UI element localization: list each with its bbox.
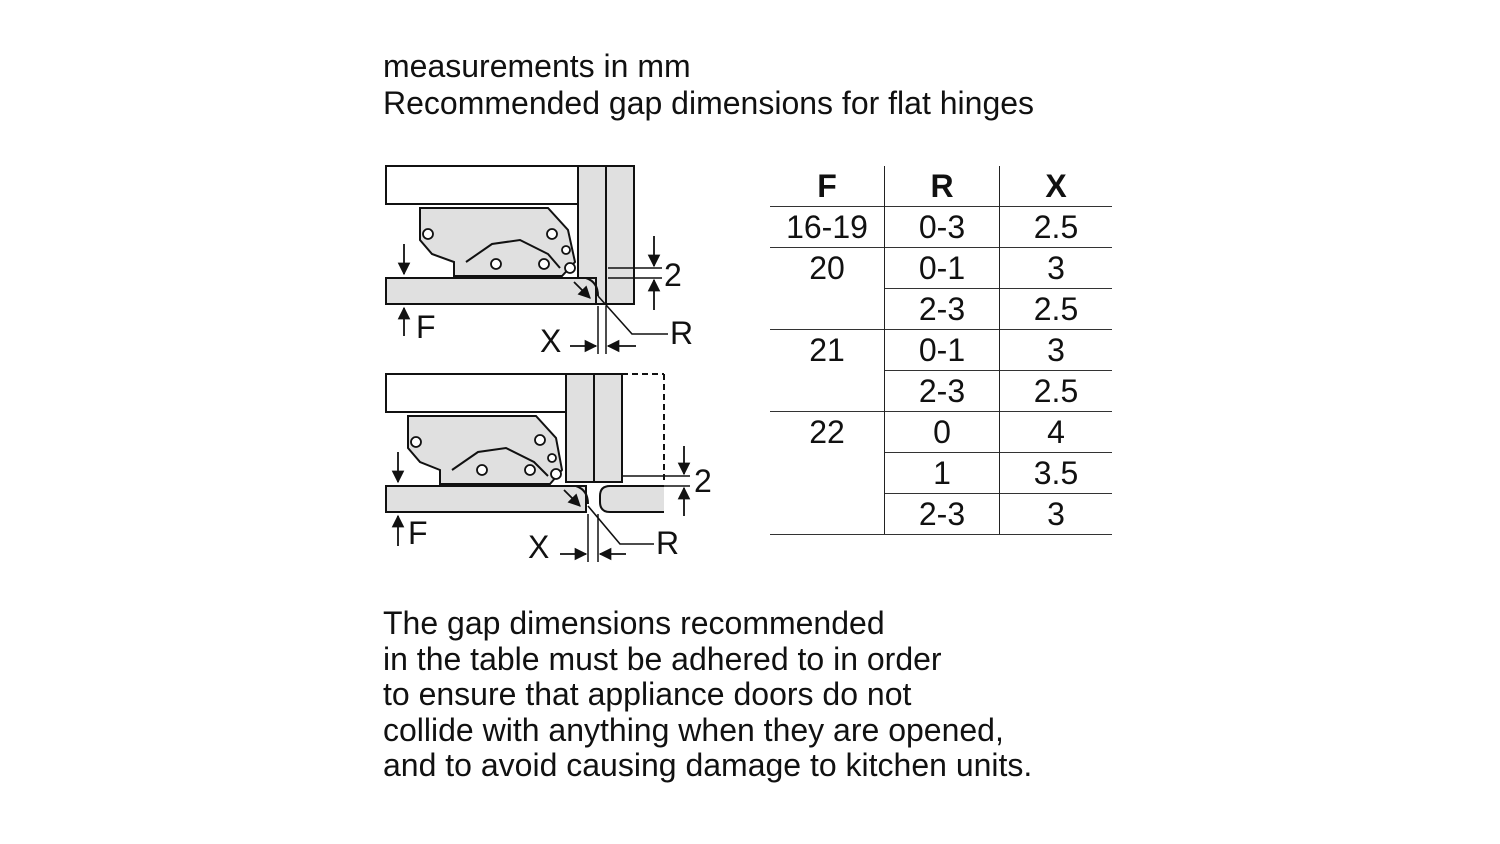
top-radius-arrow (573, 281, 591, 299)
cell-f: 16-19 (770, 206, 885, 248)
top-hinge-pin (546, 228, 558, 240)
cell-r: 2-3 (884, 370, 1000, 412)
cell-r: 2-3 (884, 493, 1000, 535)
cell-f (770, 453, 885, 494)
gap-dimensions-table: F R X 16-19 0-3 2.5 20 0-1 3 2-3 2.5 21 … (770, 166, 1112, 535)
cell-f (770, 493, 885, 535)
top-cabinet-panel (385, 165, 579, 205)
top-gap-label: 2 (664, 257, 682, 293)
bottom-hinge-pin (550, 468, 562, 480)
bottom-hinge-arm (451, 446, 549, 477)
top-label-r: R (670, 315, 693, 351)
cell-f: 22 (770, 411, 885, 453)
top-hinge-diagram: F 2 X R (385, 165, 693, 359)
bottom-hinge-pin (547, 453, 557, 463)
top-side-panel-b (605, 165, 635, 305)
cell-r: 1 (884, 452, 1000, 494)
bottom-door-panel (385, 485, 587, 513)
cell-r: 0-1 (884, 247, 1000, 289)
table-row: 2-3 3 (770, 493, 1112, 535)
note-line: and to avoid causing damage to kitchen u… (383, 747, 1033, 784)
top-door-corner-radius (585, 277, 599, 297)
bottom-neighbour-door (599, 485, 664, 513)
top-hinge-body (419, 207, 577, 277)
diagram-title: Recommended gap dimensions for flat hing… (383, 85, 1035, 121)
measurement-unit-note: measurements in mm (383, 48, 691, 84)
table-row: 21 0-1 3 (770, 329, 1112, 371)
cell-x: 3 (999, 493, 1112, 535)
bottom-cabinet-panel (385, 373, 567, 413)
bottom-side-panel-b (593, 373, 623, 483)
table-row: 22 0 4 (770, 411, 1112, 453)
column-header-x: X (999, 166, 1112, 207)
bottom-gap-label: 2 (694, 463, 712, 499)
cell-x: 2.5 (999, 370, 1112, 412)
header: measurements in mm Recommended gap dimen… (383, 48, 1034, 122)
top-hinge-pin (422, 228, 434, 240)
cell-r: 0 (884, 411, 1000, 453)
top-hinge-pin (561, 245, 571, 255)
cell-f (770, 371, 885, 412)
top-hinge-pin (490, 258, 502, 270)
note-line: collide with anything when they are open… (383, 711, 1004, 748)
table-row: 2-3 2.5 (770, 288, 1112, 330)
table-header-row: F R X (770, 166, 1112, 207)
note-line: to ensure that appliance doors do not (383, 676, 912, 713)
bottom-hinge-pin (476, 464, 488, 476)
bottom-label-x: X (528, 529, 549, 565)
cell-f: 21 (770, 329, 885, 371)
top-hinge-pin (538, 258, 550, 270)
cell-x: 3 (999, 329, 1112, 371)
bottom-side-panel-a (565, 373, 595, 483)
hinge-diagram: F 2 X R F 2 (385, 165, 712, 565)
cell-f: 20 (770, 247, 885, 289)
top-label-f: F (416, 309, 436, 345)
cell-r: 0-1 (884, 329, 1000, 371)
top-hinge-pin (564, 262, 576, 274)
top-hinge-arm (465, 238, 561, 269)
column-header-f: F (817, 168, 837, 204)
top-r-leader (597, 295, 668, 335)
column-header-r: R (884, 166, 1000, 207)
table-row: 2-3 2.5 (770, 370, 1112, 412)
cell-x: 4 (999, 411, 1112, 453)
table-row: 20 0-1 3 (770, 247, 1112, 289)
note-line: The gap dimensions recommended (383, 605, 885, 641)
bottom-r-leader (587, 505, 654, 545)
bottom-hinge-pin (534, 434, 546, 446)
top-label-x: X (540, 323, 561, 359)
bottom-radius-arrow (563, 489, 581, 507)
bottom-neighbour-outline (622, 373, 665, 484)
cell-x: 2.5 (999, 288, 1112, 330)
gap-advice-note: The gap dimensions recommended in the ta… (383, 605, 1033, 784)
bottom-door-corner-radius (575, 485, 589, 505)
note-line: in the table must be adhered to in order (383, 640, 942, 677)
bottom-label-f: F (408, 515, 428, 551)
cell-x: 2.5 (999, 206, 1112, 248)
bottom-label-r: R (656, 525, 679, 561)
bottom-hinge-diagram: F 2 X R (385, 373, 712, 565)
table-row: 16-19 0-3 2.5 (770, 206, 1112, 248)
top-door-panel (385, 277, 597, 305)
cell-r: 0-3 (884, 206, 1000, 248)
bottom-hinge-pin (524, 464, 536, 476)
cell-r: 2-3 (884, 288, 1000, 330)
cell-x: 3 (999, 247, 1112, 289)
bottom-hinge-pin (410, 436, 422, 448)
cell-x: 3.5 (999, 452, 1112, 494)
cell-f (770, 289, 885, 330)
table-row: 1 3.5 (770, 452, 1112, 494)
